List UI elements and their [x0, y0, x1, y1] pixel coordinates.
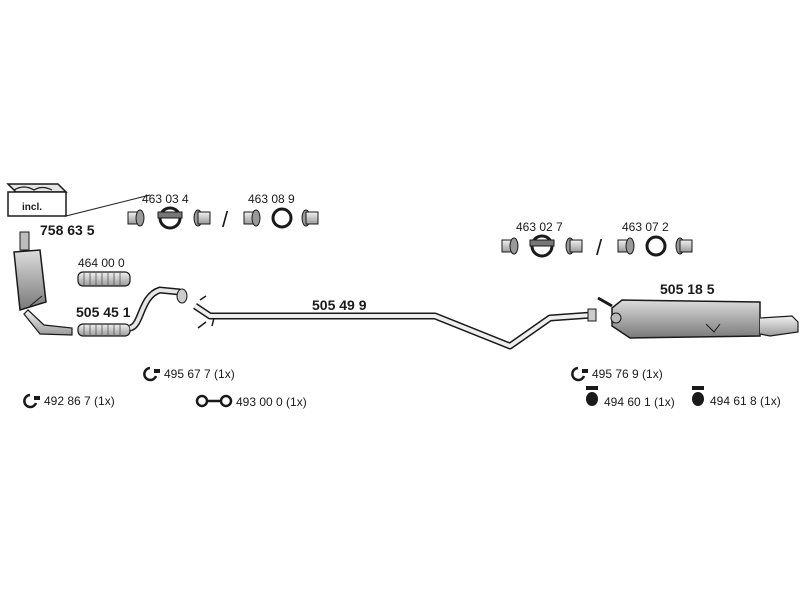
clamp-set-number: 463 03 4 [142, 192, 189, 206]
rubber-mount-icon [692, 386, 704, 406]
front-pipe [77, 271, 131, 287]
kit-part-number: 758 63 5 [40, 222, 95, 238]
clamp-set-separator: / [596, 235, 603, 260]
clamp-set-number: 463 07 2 [622, 220, 669, 234]
fitting-label: 492 86 7 (1x) [44, 394, 115, 408]
leader-line [65, 194, 151, 217]
front-pipe-number: 464 00 0 [78, 256, 125, 270]
clamp-set-icon [501, 234, 583, 258]
gasket-kit-box-icon [6, 183, 68, 217]
clamp-icon [143, 366, 160, 382]
rubber-mount-icon [586, 386, 598, 406]
fitting-label: 494 61 8 (1x) [710, 394, 781, 408]
fitting-label: 495 76 9 (1x) [592, 367, 663, 381]
flex-pipe-number: 505 45 1 [76, 304, 131, 320]
hanger-icon [195, 394, 233, 408]
catalytic-converter [13, 231, 73, 336]
clamp-set-number: 463 08 9 [248, 192, 295, 206]
kit-incl-label: incl. [22, 202, 43, 213]
middle-pipe-number: 505 49 9 [312, 297, 367, 313]
flex-pipe [77, 286, 188, 337]
clamp-set-separator: / [222, 207, 229, 232]
clamp-set-icon [617, 235, 693, 257]
fitting-label: 495 67 7 (1x) [164, 367, 235, 381]
clamp-set-number: 463 02 7 [516, 220, 563, 234]
fitting-label: 494 60 1 (1x) [604, 395, 675, 409]
fitting-label: 493 00 0 (1x) [236, 395, 307, 409]
rear-silencer [597, 296, 799, 339]
clamp-set-icon [127, 206, 211, 230]
middle-pipe [193, 295, 597, 350]
clamp-set-icon [243, 207, 319, 229]
clamp-icon [571, 366, 588, 382]
clamp-icon [23, 393, 40, 409]
rear-silencer-number: 505 18 5 [660, 281, 715, 297]
